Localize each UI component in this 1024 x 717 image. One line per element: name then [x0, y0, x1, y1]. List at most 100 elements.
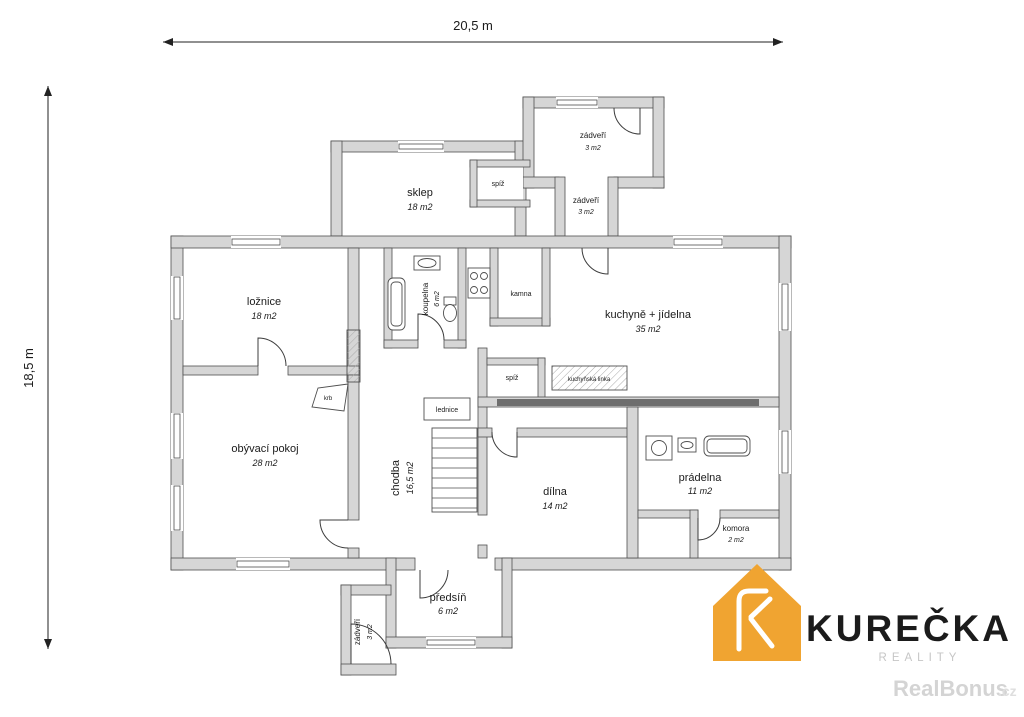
door-arc — [613, 107, 641, 135]
room-label-predsin: předsíň — [430, 592, 467, 604]
dimension-width: 20,5 m — [163, 18, 783, 46]
room-label-obyvaci: obývací pokoj — [231, 443, 298, 455]
window — [779, 283, 791, 331]
wall — [719, 509, 780, 519]
brand-name: KUREČKA — [806, 607, 1012, 649]
laundry-sink-icon — [677, 437, 697, 453]
laundry-tub-icon — [703, 435, 751, 457]
wall — [607, 176, 619, 237]
room-area-obyvaci: 28 m2 — [251, 458, 277, 468]
window — [398, 141, 444, 152]
wall — [489, 317, 551, 327]
wall — [522, 176, 560, 189]
wall — [516, 427, 636, 438]
wall — [340, 663, 397, 676]
wall — [613, 176, 665, 189]
doors — [257, 107, 721, 665]
wall — [489, 247, 499, 327]
wall — [477, 427, 493, 438]
room-label-loznice: ložnice — [247, 296, 281, 308]
room-area-chodba: 16,5 m2 — [405, 462, 415, 495]
arrow-up-icon — [44, 86, 52, 96]
room-area-dilna: 14 m2 — [542, 501, 567, 511]
logo-flag-icon — [748, 616, 775, 649]
wall — [340, 584, 352, 676]
wall — [486, 357, 546, 366]
room-area-pradelna: 11 m2 — [688, 486, 712, 496]
room-fill-spiz — [477, 167, 523, 200]
logo-flag-icon — [736, 588, 769, 652]
dimension-height: 18,5 m — [21, 86, 52, 649]
door-arc — [319, 519, 349, 549]
wall — [501, 557, 513, 649]
wall — [626, 406, 639, 559]
door-arc — [581, 247, 609, 275]
room-area-komora: 2 m2 — [727, 537, 744, 544]
fixtures — [311, 255, 759, 513]
door-arc — [697, 517, 721, 541]
washing-machine-icon — [645, 435, 673, 461]
feature-label-lednice: lednice — [436, 407, 458, 414]
arrow-right-icon — [773, 38, 783, 46]
feature-label-spiz-horni: spíž — [492, 181, 505, 188]
wall — [469, 159, 478, 208]
door-arc — [419, 569, 449, 599]
wall — [689, 509, 699, 559]
fridge-icon — [423, 397, 471, 421]
room-label-zadveri-stredni: zádveří — [573, 196, 600, 205]
room-label-chodba: chodba — [390, 459, 402, 496]
feature-labels: spíž spíž kamna kuchyňská linka krb ledn… — [324, 181, 611, 414]
window — [236, 558, 290, 570]
arrow-down-icon — [44, 639, 52, 649]
wall — [330, 140, 343, 237]
wall — [652, 96, 665, 189]
wall — [494, 557, 792, 571]
door-arc — [417, 313, 445, 341]
wall — [383, 339, 419, 349]
fireplace-icon — [311, 383, 349, 412]
sink-icon — [413, 255, 441, 271]
dimension-height-label: 18,5 m — [21, 348, 36, 388]
room-area-koupelna: 6 m2 — [434, 291, 441, 307]
window — [426, 637, 476, 648]
wall — [477, 544, 488, 559]
window — [673, 236, 723, 248]
wall — [522, 96, 535, 189]
room-label-dilna: dílna — [543, 486, 568, 498]
room-area-sklep: 18 m2 — [407, 202, 432, 212]
room-label-sklep: sklep — [407, 187, 433, 199]
wall — [385, 557, 397, 649]
feature-label-kamna: kamna — [510, 291, 531, 298]
door-arc — [350, 623, 392, 665]
room-label-koupelna: koupelna — [421, 282, 430, 315]
wall — [182, 365, 259, 376]
wall — [347, 374, 360, 521]
room-label-kuchyne: kuchyně + jídelna — [605, 309, 692, 321]
radiator — [346, 329, 361, 383]
room-area-predsin: 6 m2 — [438, 606, 458, 616]
window — [171, 276, 183, 320]
dimension-width-label: 20,5 m — [453, 18, 493, 33]
feature-label-spiz-dolni: spíž — [506, 375, 519, 382]
wall — [170, 557, 416, 571]
feature-label-krb: krb — [324, 396, 333, 402]
room-area-kuchyne: 35 m2 — [635, 324, 660, 334]
wall — [457, 247, 467, 349]
window — [231, 236, 281, 248]
bathtub-icon — [387, 277, 406, 331]
stairs — [431, 427, 478, 513]
room-area-zadveri-dolni: 3 m2 — [367, 624, 374, 640]
room-area-loznice: 18 m2 — [251, 311, 276, 321]
wall — [347, 547, 360, 559]
arrow-left-icon — [163, 38, 173, 46]
windows — [171, 97, 791, 648]
wall — [554, 176, 566, 237]
room-labels: sklep 18 m2 zádveří 3 m2 zádveří 3 m2 lo… — [231, 131, 750, 645]
wall — [469, 199, 531, 208]
window — [556, 97, 598, 108]
room-label-pradelna: prádelna — [679, 472, 723, 484]
room-label-zadveri-dolni: zádveří — [353, 618, 362, 645]
door-arc — [491, 431, 518, 458]
